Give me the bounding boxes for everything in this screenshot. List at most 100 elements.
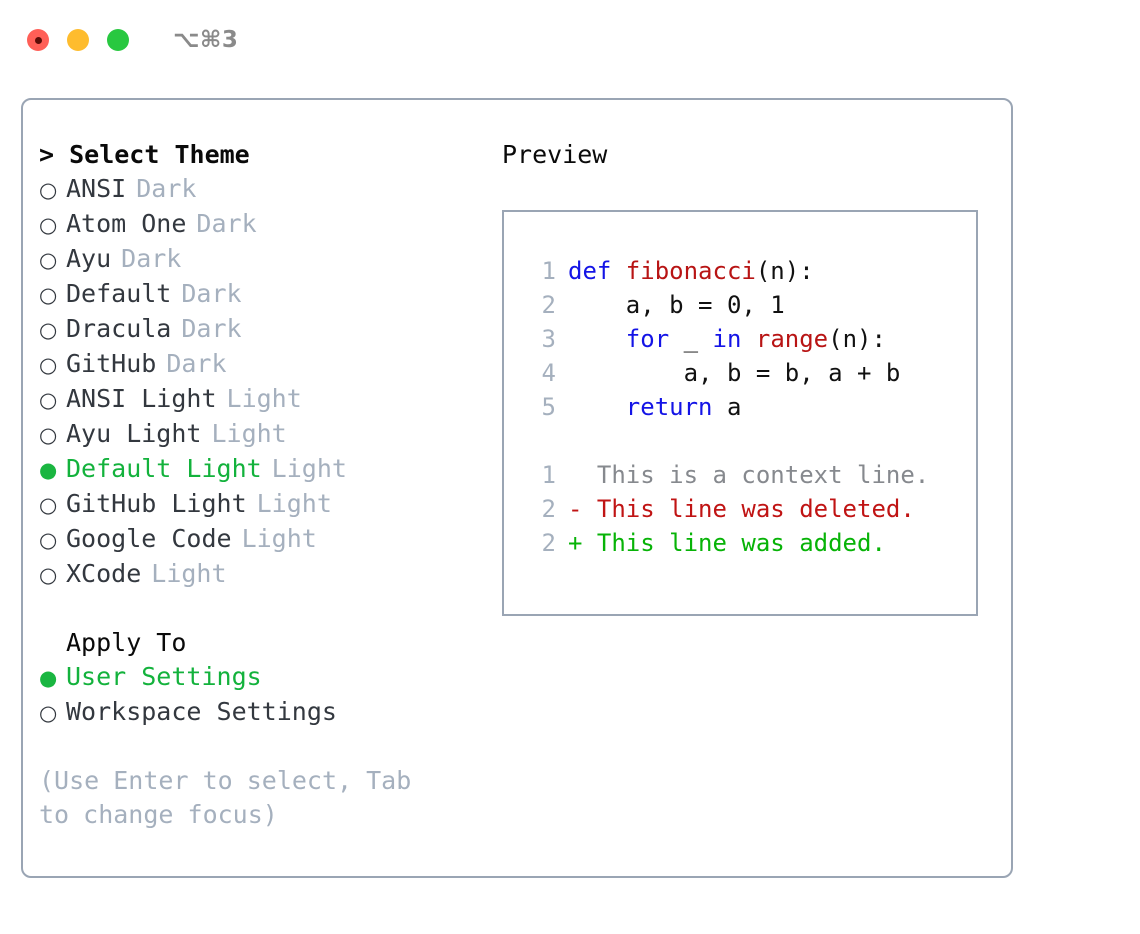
- radio-unselected-icon: ○: [39, 283, 58, 307]
- line-number: 2: [541, 529, 556, 557]
- diff-text: This is a context line.: [582, 461, 930, 489]
- code-token-keyword: for: [625, 325, 670, 353]
- theme-option-label: ANSI: [66, 174, 127, 203]
- code-token-plain: (n):: [828, 325, 886, 353]
- radio-unselected-icon: ○: [39, 701, 58, 725]
- radio-unselected-icon: ○: [39, 318, 58, 342]
- code-line-text: a, b = 0, 1: [568, 288, 785, 322]
- theme-option-label: Google Code: [66, 524, 232, 553]
- theme-option-label: Ayu Light: [66, 419, 202, 448]
- theme-option-tag: Light: [271, 454, 347, 483]
- theme-option-default-light[interactable]: ● Default Light Light: [39, 452, 479, 487]
- radio-unselected-icon: ○: [39, 248, 58, 272]
- apply-to-option-workspace-settings[interactable]: ○ Workspace Settings: [39, 695, 479, 730]
- traffic-light-group: [27, 29, 129, 51]
- apply-to-option-label: User Settings: [66, 662, 262, 691]
- code-token-plain: [568, 393, 626, 421]
- code-line-text: a, b = b, a + b: [568, 356, 901, 390]
- minimize-button[interactable]: [67, 29, 89, 51]
- theme-option-tag: Light: [241, 524, 317, 553]
- code-token-function: range: [755, 325, 829, 353]
- theme-option-ansi[interactable]: ○ ANSI Dark: [39, 172, 479, 207]
- line-number: 1: [541, 461, 556, 489]
- code-token-plain: (n):: [755, 257, 814, 285]
- diff-sample: 1 This is a context line.2- This line wa…: [522, 458, 976, 560]
- code-line: 2 a, b = 0, 1: [522, 288, 976, 322]
- theme-option-label: Ayu: [66, 244, 112, 273]
- line-number: 2: [541, 495, 556, 523]
- theme-option-label: GitHub Light: [66, 489, 247, 518]
- theme-option-label: ANSI Light: [66, 384, 217, 413]
- code-token-plain: [741, 325, 755, 353]
- theme-option-tag: Dark: [136, 174, 197, 203]
- maximize-button[interactable]: [107, 29, 129, 51]
- apply-to-option-user-settings[interactable]: ●User Settings: [39, 660, 479, 695]
- diff-line-added: 2 + This line was added.: [522, 526, 976, 560]
- code-line-text: def fibonacci(n):: [568, 254, 814, 288]
- code-line-text: for _ in range(n):: [568, 322, 886, 356]
- radio-unselected-icon: ○: [39, 528, 58, 552]
- close-button[interactable]: [27, 29, 49, 51]
- code-blank-line: [522, 424, 976, 458]
- theme-option-google-code[interactable]: ○ Google Code Light: [39, 522, 479, 557]
- apply-to-option-list[interactable]: ●User Settings ○ Workspace Settings: [39, 660, 479, 730]
- code-line-text: return a: [568, 390, 742, 424]
- code-line: 5 return a: [522, 390, 976, 424]
- theme-option-tag: Light: [256, 489, 332, 518]
- diff-line-text: This is a context line.: [568, 458, 929, 492]
- theme-option-tag: Light: [226, 384, 302, 413]
- theme-option-label: Default: [66, 279, 172, 308]
- radio-unselected-icon: ○: [39, 178, 58, 202]
- theme-option-tag: Dark: [196, 209, 257, 238]
- theme-option-tag: Dark: [181, 314, 242, 343]
- theme-option-label: XCode: [66, 559, 142, 588]
- select-theme-header: > Select Theme: [39, 140, 250, 169]
- radio-selected-icon: ●: [39, 458, 58, 482]
- diff-text: This line was added.: [582, 529, 886, 557]
- apply-to-option-label: Workspace Settings: [66, 697, 337, 726]
- keyboard-hint-text: (Use Enter to select, Tab to change focu…: [39, 766, 412, 829]
- diff-marker: [568, 461, 582, 489]
- line-number: 5: [541, 393, 556, 421]
- code-token-keyword: def: [568, 257, 626, 285]
- code-token-keyword: in: [712, 325, 742, 353]
- theme-option-label: GitHub: [66, 349, 157, 378]
- diff-line-text: - This line was deleted.: [568, 492, 915, 526]
- code-line: 3 for _ in range(n):: [522, 322, 976, 356]
- code-line: 4 a, b = b, a + b: [522, 356, 976, 390]
- diff-marker: -: [568, 495, 583, 523]
- theme-option-label: Atom One: [66, 209, 187, 238]
- line-number: 3: [541, 325, 556, 353]
- diff-text: This line was deleted.: [582, 495, 915, 523]
- code-token-plain: a, b = b, a + b: [568, 359, 901, 387]
- title-bar: ⌥⌘3: [0, 0, 1140, 80]
- theme-option-tag: Light: [211, 419, 287, 448]
- diff-line-context: 1 This is a context line.: [522, 458, 976, 492]
- radio-unselected-icon: ○: [39, 423, 58, 447]
- keyboard-shortcut-label: ⌥⌘3: [173, 27, 239, 53]
- theme-option-label: Default Light: [66, 454, 262, 483]
- code-token-function: fibonacci: [625, 257, 756, 285]
- theme-option-tag: Light: [151, 559, 227, 588]
- section-spacer: [39, 592, 479, 626]
- radio-unselected-icon: ○: [39, 563, 58, 587]
- theme-option-ayu-light[interactable]: ○ Ayu Light Light: [39, 417, 479, 452]
- theme-option-ayu[interactable]: ○ Ayu Dark: [39, 242, 479, 277]
- theme-option-xcode[interactable]: ○ XCode Light: [39, 557, 479, 592]
- diff-line-text: + This line was added.: [568, 526, 886, 560]
- theme-option-tag: Dark: [121, 244, 182, 273]
- theme-option-tag: Dark: [166, 349, 227, 378]
